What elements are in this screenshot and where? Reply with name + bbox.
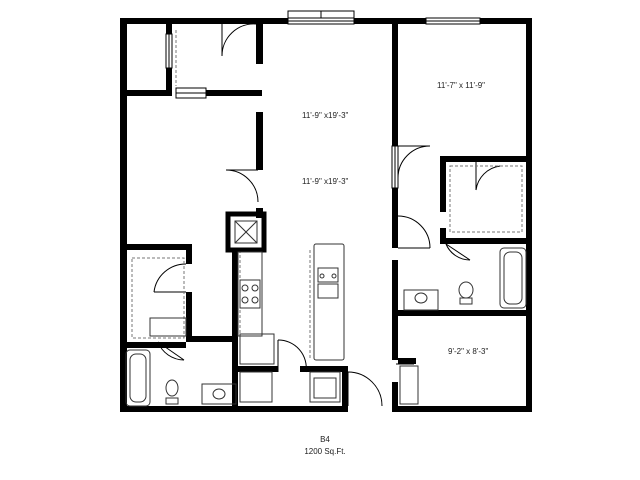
unit-name: B4 (320, 435, 330, 444)
fixtures (125, 211, 527, 407)
living-window (287, 10, 355, 25)
interior-walls (120, 18, 532, 412)
bedroom-dimensions: 11'-7" x 11'-9" (437, 81, 485, 90)
unit-area: 1200 Sq.Ft. (304, 447, 345, 456)
balcony-dimensions: 9'-2" x 8'-3" (448, 347, 488, 356)
living-dimensions: 11'-9" x19'-3" (302, 111, 349, 120)
doors (153, 23, 501, 407)
dining-dimensions: 11'-9" x19'-3" (302, 177, 349, 186)
windows (165, 17, 481, 189)
